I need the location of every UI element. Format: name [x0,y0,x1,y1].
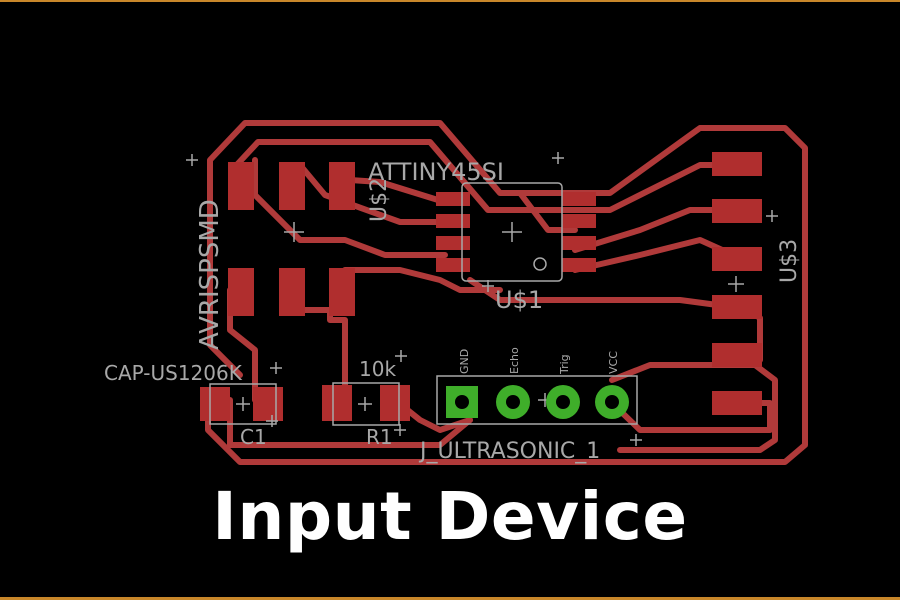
mark-conn [630,434,642,446]
origin-cross-cap [236,397,250,411]
pad-c1-b [253,387,283,421]
label-pin-gnd: GND [458,349,471,374]
mark-attiny [552,152,564,164]
pad-chip-r2 [562,214,596,228]
conn-hole-3 [556,395,570,409]
pad-hdr-2 [712,199,762,223]
origin-cross-chip [502,222,522,242]
label-avrisp: AVRISPSMD [195,199,225,350]
pad-hdr-3 [712,247,762,271]
label-cap-name: C1 [240,425,267,449]
trace-isp-to-chip [252,157,448,258]
trace-outer-loop [205,120,808,465]
pad-chip-l4 [436,258,470,272]
conn-hole-1 [455,395,469,409]
pad-isp-5 [279,268,305,316]
mark-hdr [766,210,778,222]
pad-chip-l1 [436,192,470,206]
mark-cap [270,362,282,374]
label-avrisp-name: U$2 [367,178,392,222]
pad-hdr-4 [712,295,762,319]
pad-isp-2 [279,162,305,210]
pad-hdr-6 [712,391,762,415]
silkscreen-text: AVRISPSMD U$2 ATTINY45SI U$1 U$3 CAP-US1… [104,158,802,464]
mark-res [395,350,407,362]
pad-c1-a [200,387,230,421]
mark-chip-bottom [482,280,494,292]
label-attiny-name: U$1 [495,286,543,314]
trace-isp-top [297,162,463,225]
conn-hole-2 [506,395,520,409]
label-connector: J_ULTRASONIC_1 [418,439,600,464]
pad-isp-6 [329,268,355,316]
origin-cross-isp [284,222,304,242]
origin-cross-res [358,397,372,411]
trace-conn-vcc [609,362,778,453]
origin-cross-hdr [728,276,744,292]
res-outline [332,382,400,426]
pad-isp-3 [329,162,355,210]
connector-outline [436,375,638,425]
mark-c1 [266,415,278,427]
pads [200,152,762,421]
label-header-name: U$3 [777,239,802,283]
pad-chip-r3 [562,236,596,250]
pad-isp-4 [228,268,254,316]
label-attiny: ATTINY45SI [368,158,504,186]
label-cap-value: CAP-US1206K [104,361,243,385]
pad-hdr-1 [712,152,762,176]
conn-hole-4 [605,395,619,409]
mark-r1 [394,424,406,436]
trace-chip-top [517,190,578,233]
chip-pin1-mark [533,257,547,271]
label-pin-echo: Echo [508,347,521,374]
label-res-value: 10k [359,357,396,381]
pad-chip-l3 [436,236,470,250]
ultrasonic-header [446,385,629,419]
pad-chip-r1 [562,192,596,206]
page-title: Input Device [212,478,688,555]
pad-r1-a [322,385,352,421]
pad-chip-l2 [436,214,470,228]
trace-conn-ground [227,397,473,448]
trace-chip-down [467,277,743,311]
pad-isp-1 [228,162,254,210]
label-pin-vcc: VCC [607,351,620,374]
silkscreen-outlines [186,152,778,446]
label-res-name: R1 [366,425,393,449]
chip-outline [461,182,563,282]
cap-outline [209,383,277,425]
pad-hdr-5 [712,343,762,367]
trace-mid-bus [342,267,503,293]
trace-inner-loop [229,139,743,213]
label-pin-trig: Trig [558,354,571,375]
mark-avrisp [186,154,198,166]
pad-chip-r4 [562,258,596,272]
pad-r1-b [380,385,410,421]
